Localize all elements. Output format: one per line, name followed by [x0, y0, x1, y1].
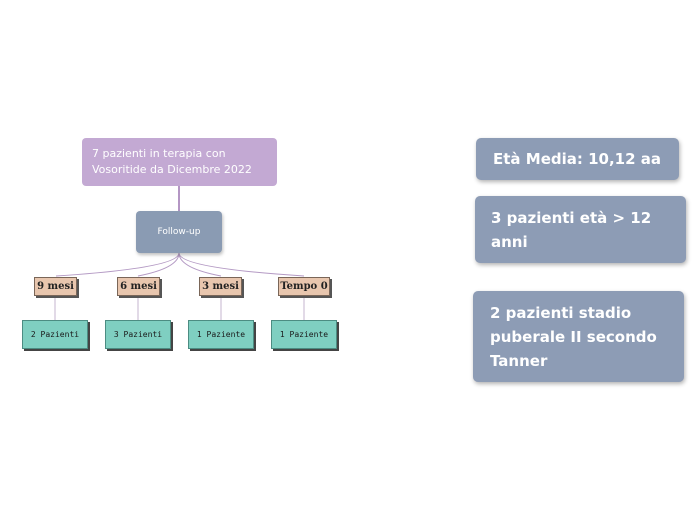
period-6-mesi[interactable]: 6 mesi	[117, 277, 160, 296]
followup-label: Follow-up	[157, 227, 201, 237]
period-3-mesi[interactable]: 3 mesi	[199, 277, 242, 296]
eta-over-12-line-2: anni	[491, 233, 528, 251]
period-label: 3 mesi	[202, 281, 239, 292]
root-topic[interactable]: 7 pazienti in terapia con Vosoritide da …	[82, 138, 277, 186]
count-tempo-0[interactable]: 1 Paziente	[271, 320, 337, 349]
followup-to-6mesi-line	[137, 252, 180, 277]
period-label: 6 mesi	[120, 281, 157, 292]
eta-media-label: Età Media: 10,12 aa	[493, 150, 661, 168]
period-tempo-0[interactable]: Tempo 0	[278, 277, 330, 296]
count-9-mesi[interactable]: 2 Pazienti	[22, 320, 88, 349]
count-label: 3 Pazienti	[113, 330, 163, 339]
period-label: 9 mesi	[37, 281, 74, 292]
count-label: 1 Paziente	[279, 330, 329, 339]
root-topic-line-1: 7 pazienti in terapia con	[92, 147, 226, 160]
eta-over-12-topic[interactable]: 3 pazienti età > 12 anni	[475, 196, 686, 263]
stadio-puberale-line-3: Tanner	[490, 352, 548, 370]
eta-media-topic[interactable]: Età Media: 10,12 aa	[476, 138, 679, 180]
period-9-mesi[interactable]: 9 mesi	[34, 277, 77, 296]
count-3-mesi[interactable]: 1 Paziente	[188, 320, 254, 349]
stadio-puberale-topic[interactable]: 2 pazienti stadio puberale II secondo Ta…	[473, 291, 684, 382]
eta-over-12-line-1: 3 pazienti età > 12	[491, 209, 652, 227]
count-6-mesi[interactable]: 3 Pazienti	[105, 320, 171, 349]
followup-topic[interactable]: Follow-up	[136, 211, 222, 253]
period-label: Tempo 0	[280, 281, 328, 292]
stadio-puberale-line-1: 2 pazienti stadio	[490, 304, 632, 322]
followup-to-9mesi-line	[55, 252, 180, 277]
count-label: 1 Paziente	[196, 330, 246, 339]
count-label: 2 Pazienti	[30, 330, 80, 339]
stadio-puberale-line-2: puberale II secondo	[490, 328, 657, 346]
followup-to-tempo0-line	[178, 252, 305, 277]
root-topic-line-2: Vosoritide da Dicembre 2022	[92, 163, 252, 176]
